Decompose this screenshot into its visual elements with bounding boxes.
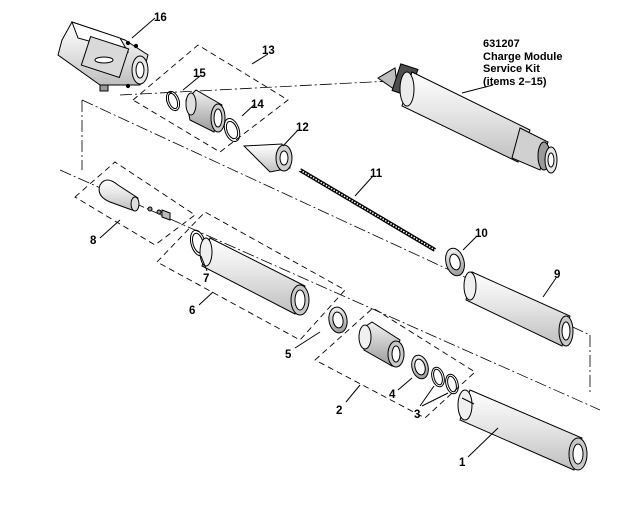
callout-1: 1 xyxy=(459,457,466,469)
piston-part-2 xyxy=(359,322,404,367)
ring-part-4 xyxy=(409,353,431,380)
group-box-8 xyxy=(74,161,196,246)
group-box-13 xyxy=(132,44,289,153)
barrel-part-6 xyxy=(200,238,309,315)
cylinder-part-9 xyxy=(464,272,573,346)
kit-part-number: 631207 xyxy=(483,38,520,50)
callout-7: 7 xyxy=(203,273,209,285)
kit-line-3: (items 2–15) xyxy=(483,75,547,88)
callout-10: 10 xyxy=(475,228,488,240)
callout-5: 5 xyxy=(285,349,292,361)
group-box-6 xyxy=(156,211,346,341)
outer-tube-part-1 xyxy=(458,390,587,470)
callout-9: 9 xyxy=(554,269,560,281)
leader-lines xyxy=(99,17,557,458)
kit-description: 631207 Charge Module Service Kit (items … xyxy=(483,38,562,88)
callout-4: 4 xyxy=(389,389,396,401)
bulb-part-8 xyxy=(99,180,170,220)
o-rings-part-3 xyxy=(430,366,461,395)
callout-labels: 16 13 15 14 12 11 10 9 8 7 6 5 2 4 3 1 xyxy=(90,12,560,469)
kit-line-2: Service Kit xyxy=(483,63,540,75)
seal-part-10 xyxy=(443,246,468,278)
o-ring-part-15 xyxy=(164,90,182,113)
kit-line-1: Charge Module xyxy=(483,50,563,63)
callout-2: 2 xyxy=(336,405,342,417)
callout-13: 13 xyxy=(262,45,275,57)
callout-15: 15 xyxy=(193,68,206,80)
charge-module-kit-illustration xyxy=(378,64,557,173)
callout-6: 6 xyxy=(189,305,195,317)
housing-part-16 xyxy=(58,22,148,91)
callout-12: 12 xyxy=(296,122,309,134)
o-ring-part-14 xyxy=(221,116,242,143)
spring-part-11 xyxy=(300,170,435,250)
tip-cone-part-12 xyxy=(244,144,292,172)
callout-11: 11 xyxy=(370,168,383,180)
valve-body-part-13 xyxy=(186,90,225,132)
callout-3: 3 xyxy=(414,409,420,421)
callout-14: 14 xyxy=(251,99,264,111)
callout-8: 8 xyxy=(90,235,97,247)
clip-part-5 xyxy=(327,306,349,335)
group-box-2 xyxy=(314,307,476,419)
callout-16: 16 xyxy=(154,12,167,24)
